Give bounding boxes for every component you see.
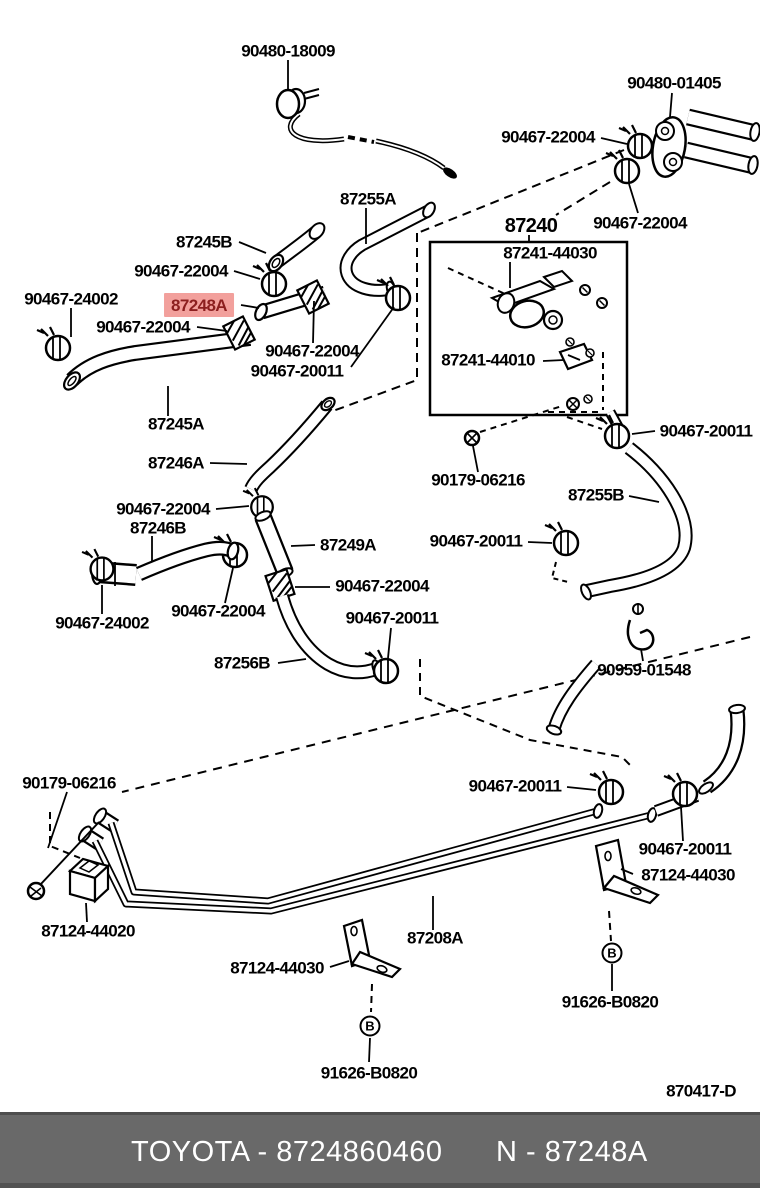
footer-brand-part-number: TOYOTA - 8724860460 <box>131 1136 443 1168</box>
nut-90179-06216-lower <box>26 821 100 901</box>
heater-valve-box-87240 <box>428 240 629 417</box>
part-label: 90467-20011 <box>250 361 344 381</box>
part-label: 87246B <box>130 518 187 538</box>
part-label: 87124-44030 <box>641 865 735 885</box>
hose-bottom-right <box>698 703 746 795</box>
part-label: 90467-22004 <box>335 576 429 596</box>
clamp-90467-24002-lower <box>80 547 115 582</box>
part-label: 87124-44030 <box>230 958 324 978</box>
part-label: 87245B <box>176 232 233 252</box>
part-label: 87241-44030 <box>503 243 597 263</box>
part-label: 90467-24002 <box>24 289 118 309</box>
part-label: 87255B <box>568 485 625 505</box>
sensor-grommet-90480-18009 <box>275 60 457 179</box>
part-label: 90467-22004 <box>265 341 359 361</box>
heater-pipes-flange <box>604 108 760 185</box>
part-label: 87246A <box>148 453 205 473</box>
connector-marker-b: B <box>359 1015 381 1037</box>
footer-info-bar: TOYOTA - 8724860460 N - 87248A <box>0 1112 760 1188</box>
parts-diagram-canvas <box>26 60 760 1063</box>
pipes-87208a <box>77 790 700 915</box>
part-label: 90467-22004 <box>116 499 210 519</box>
part-label: 90467-22004 <box>171 601 265 621</box>
part-label: 90959-01548 <box>597 660 691 680</box>
part-label: 90467-20011 <box>345 608 439 628</box>
part-label: 91626-B0820 <box>320 1063 418 1083</box>
hose-87246b <box>136 540 240 581</box>
part-label: 90467-22004 <box>593 213 687 233</box>
part-label: 90467-20011 <box>429 531 523 551</box>
part-label: 90467-20011 <box>638 839 732 859</box>
part-label: 91626-B0820 <box>561 992 659 1012</box>
hose-87255b-upper <box>580 442 693 601</box>
grommet-block-87124-44020 <box>67 857 111 904</box>
hose-87255a <box>339 201 436 298</box>
part-label: 87241-44010 <box>441 350 535 370</box>
part-label: 87256B <box>214 653 271 673</box>
part-label: 90480-01405 <box>627 73 721 93</box>
clamp-90467-20011-e <box>588 769 625 806</box>
part-label: 90179-06216 <box>22 773 116 793</box>
hose-87245a <box>62 330 252 391</box>
clamp-90467-20011-c <box>594 413 631 450</box>
nut-90179-06216-upper <box>463 429 481 447</box>
part-label: 90480-18009 <box>241 41 335 61</box>
bracket-87124-44030-mid <box>342 918 402 979</box>
part-label: 87124-44020 <box>41 921 135 941</box>
dashed-reference-lines <box>49 149 751 1013</box>
part-label: 90467-20011 <box>659 421 753 441</box>
hose-87245b <box>267 222 326 273</box>
clip-90959-01548 <box>626 603 655 651</box>
part-label: 870417-D <box>666 1081 736 1101</box>
part-label: 87240 <box>504 215 558 237</box>
hose-87246a <box>244 396 336 493</box>
part-label: 90467-22004 <box>501 127 595 147</box>
part-label: 87249A <box>320 535 377 555</box>
connector-marker-b: B <box>601 942 623 964</box>
clamp-90467-24002-upper <box>35 325 72 362</box>
part-label: 87255A <box>340 189 397 209</box>
part-label: 90467-20011 <box>468 776 562 796</box>
clamp-90467-20011-d <box>543 520 580 557</box>
footer-part-code: N - 87248A <box>496 1136 648 1168</box>
part-label: 87245A <box>148 414 205 434</box>
pipe-87249a <box>254 510 294 579</box>
part-label: 90467-22004 <box>96 317 190 337</box>
hose-87255b-lower <box>545 659 601 736</box>
part-label: 90179-06216 <box>431 470 525 490</box>
part-label: 90467-22004 <box>134 261 228 281</box>
part-label: 87208A <box>407 928 464 948</box>
leader-lines <box>47 92 684 1063</box>
bracket-87124-44030-right <box>594 838 660 905</box>
part-label: 90467-24002 <box>55 613 149 633</box>
part-label-highlighted[interactable]: 87248A <box>164 293 234 317</box>
